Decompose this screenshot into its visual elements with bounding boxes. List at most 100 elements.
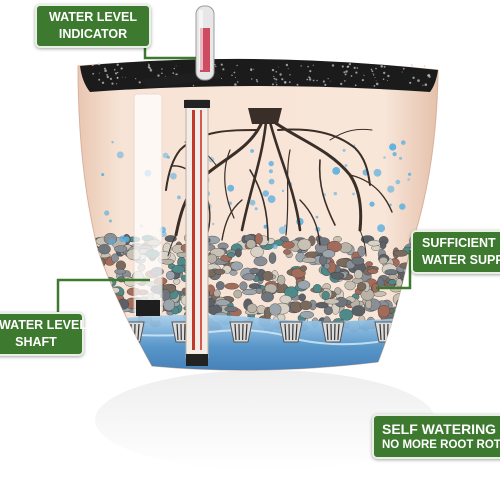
soil-grain bbox=[271, 68, 275, 72]
shaft-label-line-1: WATER LEVEL bbox=[0, 318, 87, 332]
soil-grain bbox=[363, 74, 365, 76]
soil-grain bbox=[341, 65, 344, 68]
gravel-stone bbox=[173, 278, 181, 285]
gravel-stone bbox=[101, 292, 114, 305]
soil-grain bbox=[235, 76, 236, 78]
water-droplet bbox=[399, 203, 406, 210]
gravel-stone bbox=[242, 273, 256, 281]
soil-grain bbox=[308, 78, 312, 81]
soil-grain bbox=[354, 84, 357, 87]
gravel-stone bbox=[298, 293, 306, 302]
water-level-indicator-label: WATER LEVEL INDICATOR bbox=[35, 4, 151, 48]
soil-grain bbox=[122, 76, 123, 78]
gravel-stone bbox=[84, 302, 100, 311]
sufficient-label-line-2: WATER SUPPLY bbox=[422, 253, 500, 267]
gravel-stone bbox=[365, 261, 373, 267]
soil-grain bbox=[284, 82, 287, 84]
water-droplet bbox=[352, 192, 355, 196]
gravel-stone bbox=[367, 240, 381, 247]
wick-basket-slot bbox=[245, 323, 248, 341]
gravel-stone bbox=[261, 291, 274, 303]
gravel-stone bbox=[403, 305, 411, 315]
gravel-stone bbox=[88, 307, 101, 316]
soil-grain bbox=[307, 65, 309, 68]
water-droplet bbox=[254, 207, 258, 211]
soil-grain bbox=[117, 71, 119, 74]
soil-grain bbox=[125, 77, 126, 79]
gravel-stone bbox=[166, 270, 176, 280]
gravel-stone bbox=[96, 316, 113, 324]
soil-grain bbox=[422, 84, 424, 86]
gravel-stone bbox=[242, 288, 258, 296]
soil-grain bbox=[412, 76, 415, 80]
gravel-stone bbox=[215, 281, 225, 290]
soil-grain bbox=[97, 62, 101, 66]
gravel-stone bbox=[101, 303, 111, 310]
gravel-stone bbox=[116, 298, 130, 310]
wick-basket-body bbox=[374, 321, 398, 343]
wick-basket-body bbox=[321, 321, 345, 343]
gravel-stone bbox=[428, 290, 437, 298]
soil-grain bbox=[161, 72, 163, 75]
indicator-label-line-2: INDICATOR bbox=[58, 27, 128, 41]
water-droplet bbox=[369, 201, 375, 207]
water-level-shaft-icon bbox=[133, 93, 163, 317]
soil-grain bbox=[115, 83, 118, 85]
soil-grain bbox=[114, 72, 118, 75]
soil-grain bbox=[386, 80, 388, 82]
water-droplet bbox=[250, 149, 255, 153]
self-watering-label-line-2: NO MORE ROOT ROT bbox=[382, 439, 500, 451]
gravel-stone bbox=[249, 267, 260, 275]
soil-grain bbox=[355, 71, 358, 74]
gravel-stone bbox=[330, 271, 345, 280]
soil-grain bbox=[149, 67, 152, 70]
soil-grain bbox=[375, 80, 377, 82]
gravel-stone bbox=[93, 270, 105, 278]
gravel-stone bbox=[213, 289, 221, 298]
soil-grain bbox=[428, 75, 431, 78]
soil-grain bbox=[92, 72, 95, 75]
water-droplet bbox=[344, 164, 348, 167]
soil-grain bbox=[409, 81, 412, 84]
pot bbox=[77, 58, 439, 371]
soil-grain bbox=[380, 65, 384, 68]
soil-grain bbox=[98, 72, 100, 74]
gravel-stone bbox=[393, 250, 408, 257]
soil-grain bbox=[345, 70, 348, 73]
water-droplet bbox=[104, 210, 110, 216]
soil-grain bbox=[288, 81, 291, 83]
wick-basket-body bbox=[121, 321, 145, 343]
gravel-stone bbox=[322, 249, 336, 259]
water-level-shaft-label: WATER LEVEL SHAFT bbox=[0, 312, 87, 356]
soil-grain bbox=[300, 65, 302, 67]
gravel-stone bbox=[281, 240, 295, 249]
soil-grain bbox=[135, 78, 137, 80]
gravel-stone bbox=[93, 322, 100, 334]
water-droplet bbox=[342, 148, 346, 152]
wick-basket bbox=[279, 321, 303, 343]
soil-grain bbox=[192, 84, 195, 87]
wick-basket bbox=[229, 321, 253, 343]
gravel-stone bbox=[378, 256, 388, 265]
soil-grain bbox=[275, 78, 278, 81]
self-watering-label-line-1: SELF WATERING bbox=[382, 421, 497, 437]
gravel-stone bbox=[111, 304, 120, 317]
soil-grain bbox=[271, 83, 274, 86]
wick-basket bbox=[321, 321, 345, 343]
wick-basket-slot bbox=[176, 323, 179, 341]
soil-grain bbox=[343, 71, 346, 74]
soil-grain bbox=[111, 82, 114, 85]
water-droplet bbox=[116, 151, 124, 159]
soil-grain bbox=[273, 77, 276, 80]
soil-grain bbox=[285, 63, 289, 67]
water-droplet bbox=[373, 168, 382, 177]
soil-grain bbox=[113, 68, 116, 71]
gravel-stone bbox=[421, 298, 432, 307]
soil-grain bbox=[348, 63, 351, 66]
water-droplet bbox=[392, 152, 397, 157]
soil-grain bbox=[322, 80, 325, 83]
soil-grain bbox=[101, 81, 105, 85]
soil-grain bbox=[214, 63, 216, 66]
water-droplet bbox=[101, 173, 105, 177]
gravel-stone bbox=[95, 283, 108, 290]
